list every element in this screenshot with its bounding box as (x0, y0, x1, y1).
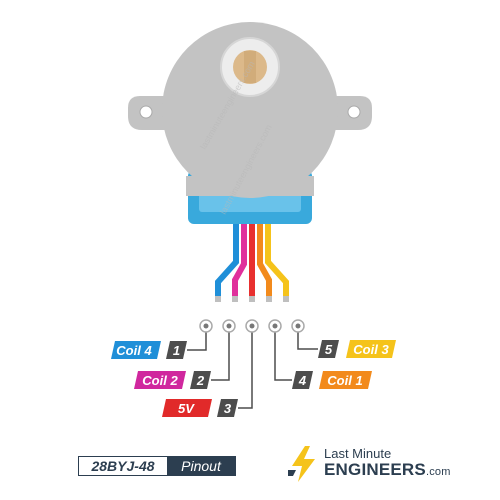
pin-4-number: 4 (298, 373, 307, 388)
pin-5-label-box (346, 340, 396, 358)
pinout-title-badge: 28BYJ-48 Pinout (78, 456, 236, 476)
wire-yellow (265, 224, 289, 296)
mounting-hole-left (139, 105, 153, 119)
pin-5-number: 5 (325, 342, 333, 357)
pin-3-label: 5V (178, 401, 195, 416)
brand-line-2: ENGINEERS.com (324, 460, 451, 480)
pin-1-label-box (111, 341, 161, 359)
motor-base (186, 176, 314, 196)
pin-2-number: 2 (196, 373, 205, 388)
brand-line-1: Last Minute (324, 446, 392, 461)
pin-4-number-box (292, 371, 313, 389)
pin-3-number-box (217, 399, 238, 417)
pin-1-number-box (166, 341, 187, 359)
lightning-bolt-icon (288, 446, 315, 482)
pin-2-label: Coil 2 (142, 373, 178, 388)
pin-5-number-box (318, 340, 339, 358)
pin-4-label: Coil 1 (327, 373, 362, 388)
pin-2-number-box (190, 371, 211, 389)
pin-1-label: Coil 4 (116, 343, 152, 358)
pin-1-number: 1 (173, 343, 180, 358)
mounting-hole-right (347, 105, 361, 119)
pin-4-label-box (319, 371, 372, 389)
model-name: 28BYJ-48 (79, 457, 167, 475)
brand-domain: .com (425, 466, 451, 478)
brand-logo: Last Minute ENGINEERS.com (288, 442, 451, 486)
wire-pink (232, 224, 247, 296)
leader-lines (187, 326, 318, 409)
pin-3-label-box (162, 399, 212, 417)
wire-bundle (215, 224, 289, 296)
wire-blue (215, 224, 239, 296)
brand-name: ENGINEERS (324, 460, 426, 479)
pin-5-label: Coil 3 (353, 342, 389, 357)
shaft-flat (244, 51, 256, 83)
pinout-label: Pinout (167, 457, 235, 475)
motor-body (162, 22, 338, 198)
pin-2-label-box (134, 371, 186, 389)
wire-orange (257, 224, 272, 296)
pin-3-number: 3 (224, 401, 232, 416)
pin-holes (199, 319, 305, 333)
wire-tips (215, 296, 289, 302)
